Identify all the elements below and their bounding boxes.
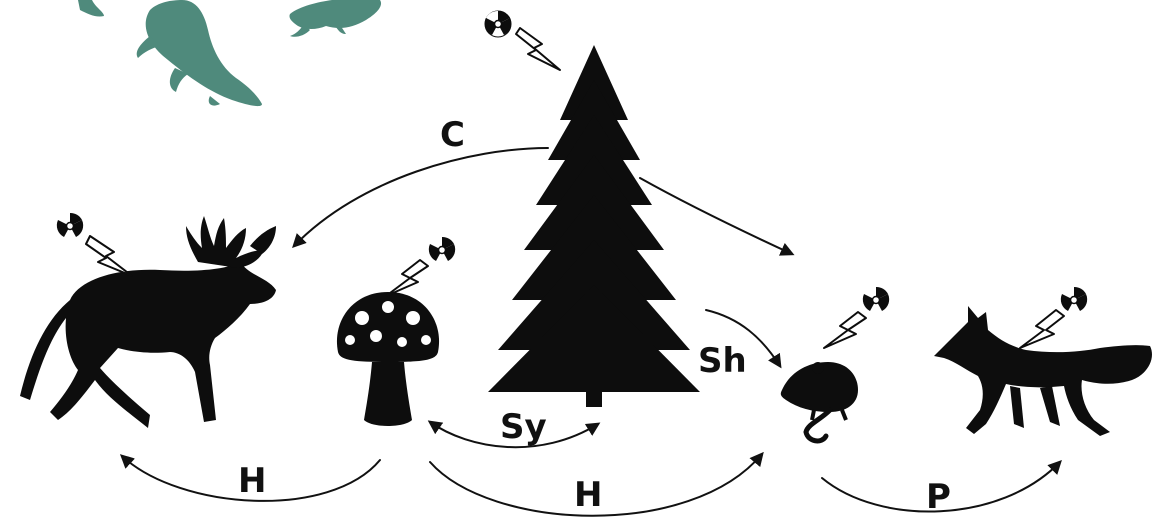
lightning-icon bbox=[516, 28, 560, 70]
predation-label: P bbox=[926, 480, 951, 514]
competition-arrow bbox=[294, 148, 548, 246]
herbivory-label-right: H bbox=[574, 478, 602, 512]
radiation-icon bbox=[485, 11, 511, 37]
competition-label: C bbox=[440, 118, 465, 152]
radiation-icon bbox=[429, 237, 455, 261]
fish-fragment-icon bbox=[78, 0, 104, 17]
symbiosis-label: Sy bbox=[500, 410, 547, 444]
herbivory-label-left: H bbox=[238, 464, 266, 498]
frog-icon bbox=[289, 0, 381, 37]
lightning-icon bbox=[86, 236, 132, 276]
moose-icon bbox=[20, 216, 276, 428]
spruce-tree-icon bbox=[488, 45, 700, 407]
lightning-icon bbox=[824, 312, 866, 348]
shelter-label: Sh bbox=[698, 344, 747, 378]
radiation-icon bbox=[57, 213, 83, 237]
lightning-icon bbox=[386, 260, 428, 296]
radiation-icon bbox=[863, 287, 889, 311]
mushroom-icon bbox=[337, 292, 439, 426]
competition-arrow bbox=[640, 178, 792, 254]
fish-icon bbox=[137, 0, 262, 106]
mouse-icon bbox=[781, 362, 858, 441]
lightning-icon bbox=[1020, 310, 1064, 348]
radiation-icon bbox=[1061, 287, 1087, 311]
